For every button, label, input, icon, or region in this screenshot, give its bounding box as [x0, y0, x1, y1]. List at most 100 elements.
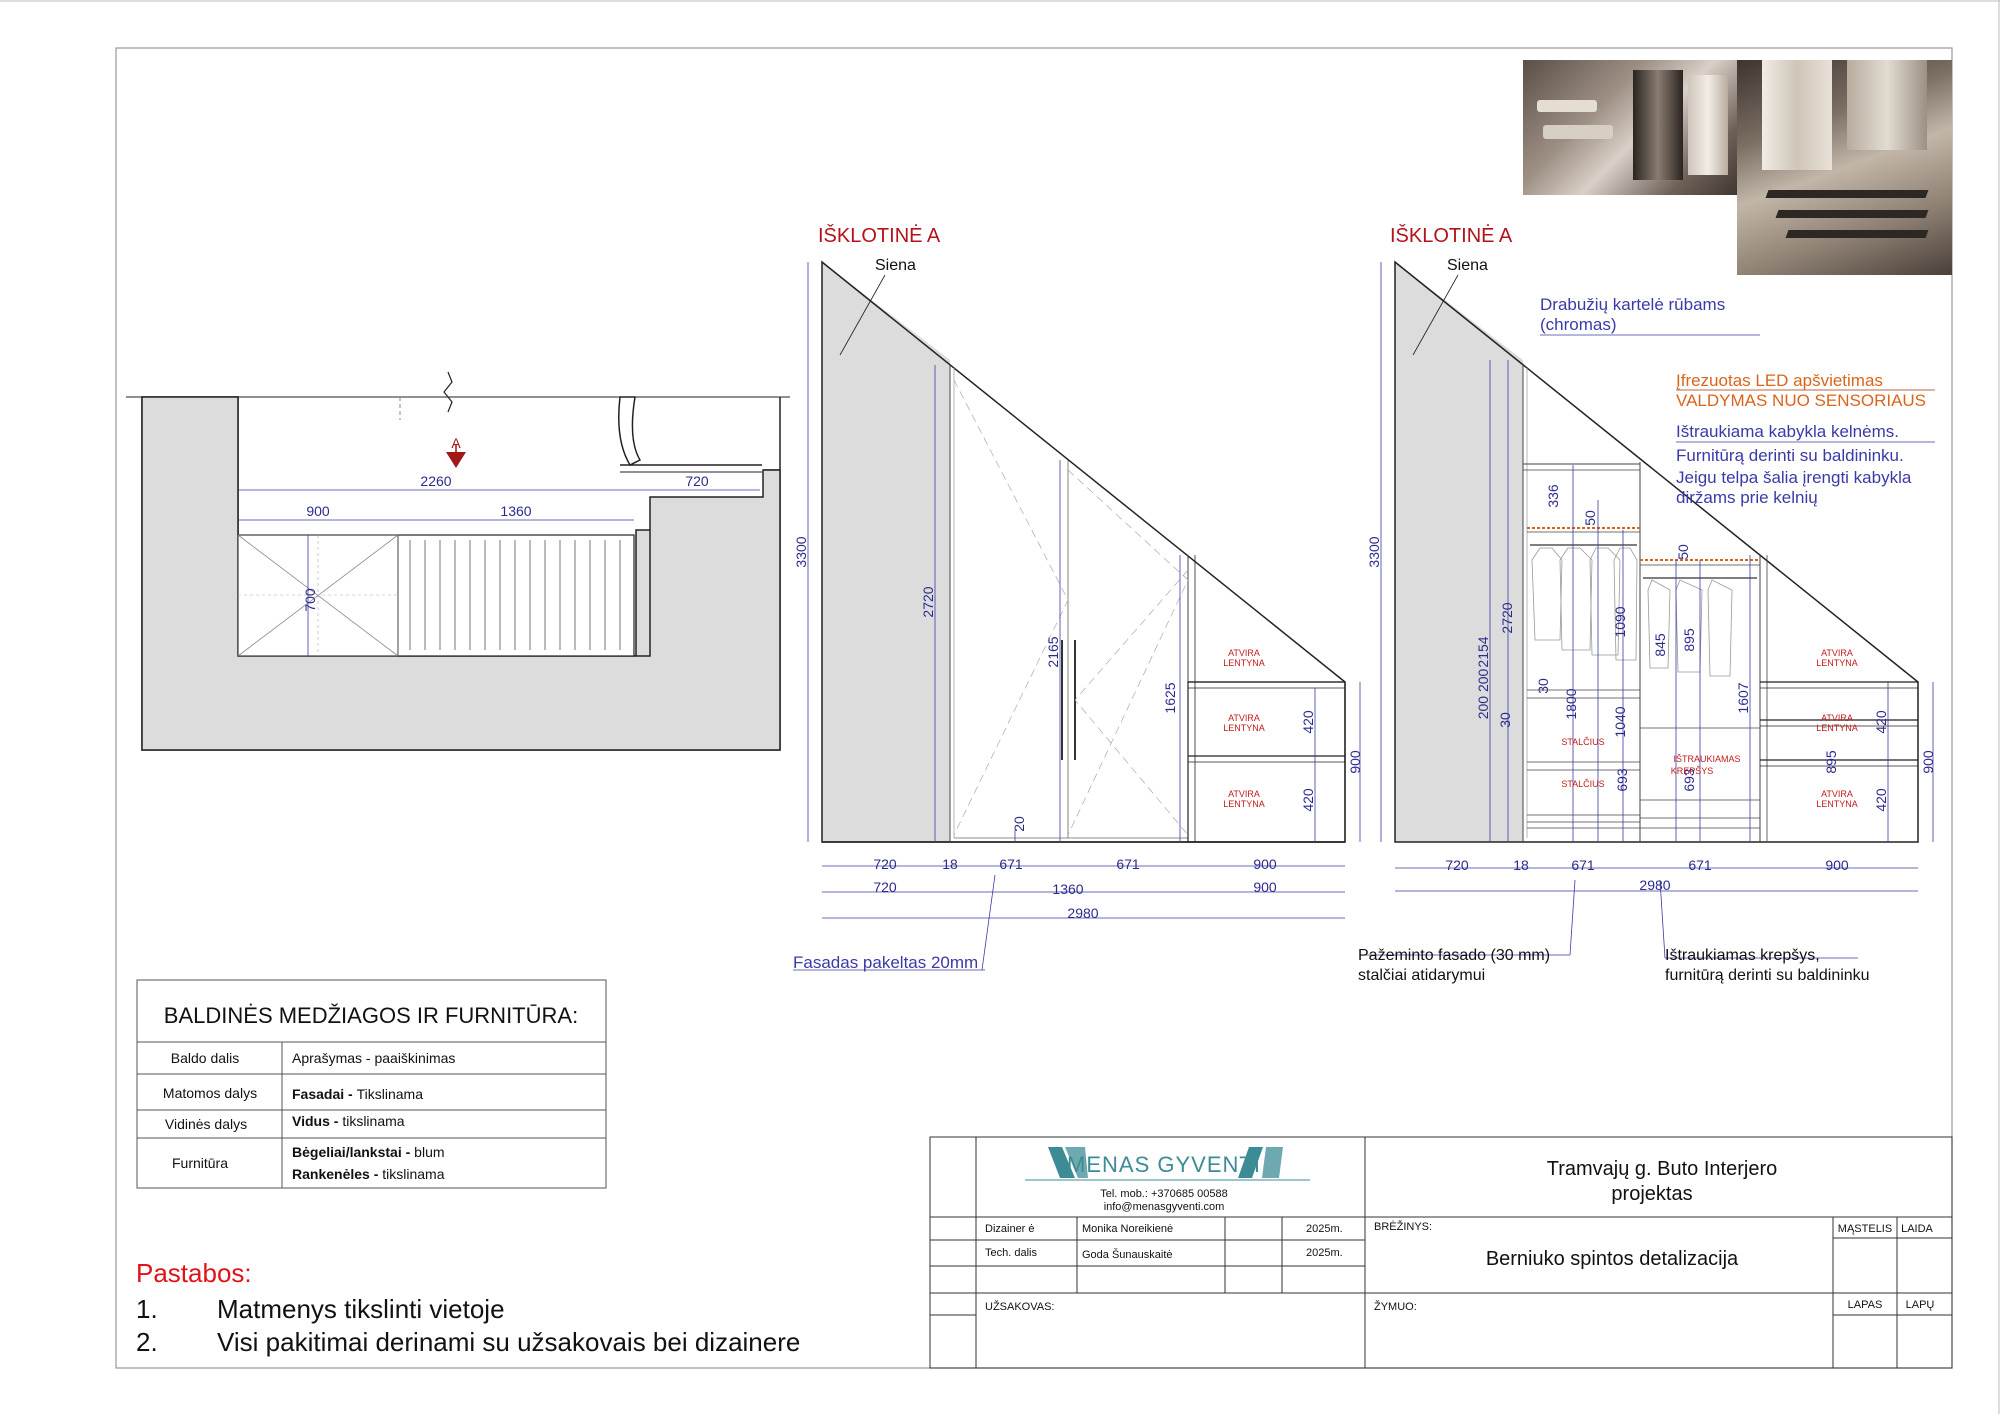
- er-note-facade-2: stalčiai atidarymui: [1358, 967, 1485, 984]
- elevation-right-wall-label: Siena: [1447, 257, 1488, 274]
- plan-dim-700: 700: [302, 588, 318, 612]
- reference-photo-trouser-rack: [1737, 60, 1952, 275]
- reference-photo-closet: [1523, 60, 1738, 195]
- titleblock-mark-label: ŽYMUO:: [1374, 1300, 1417, 1313]
- er-note-rack-3: Jeigu telpa šalia įrengti kabykla: [1676, 468, 1912, 487]
- materials-row1-part: Matomos dalys: [163, 1085, 257, 1101]
- el-dim-w900a: 900: [1253, 856, 1277, 872]
- el-dim-w671b: 671: [1116, 856, 1140, 872]
- el-dim-w671a: 671: [999, 856, 1023, 872]
- elevation-left: [793, 260, 1361, 971]
- er-shelf-label-3b: LENTYNA: [1816, 799, 1858, 809]
- el-dim-900: 900: [1347, 750, 1363, 774]
- er-dim-336: 336: [1545, 484, 1561, 508]
- el-note-facade: Fasadas pakeltas 20mm: [793, 953, 978, 972]
- notes-item-1-num: 1.: [136, 1294, 158, 1324]
- er-dim-3300: 3300: [1366, 536, 1382, 567]
- er-basket-label-1: IŠTRAUKIAMAS: [1673, 754, 1740, 764]
- titleblock-drawing-name: Berniuko spintos detalizacija: [1486, 1248, 1739, 1270]
- titleblock-designer-label: Dizainer ė: [985, 1223, 1035, 1235]
- er-dim-w671b: 671: [1688, 857, 1712, 873]
- el-dim-420a: 420: [1300, 710, 1316, 734]
- er-dim-845: 845: [1652, 633, 1668, 657]
- er-dim-895a: 895: [1681, 628, 1697, 652]
- er-drawer-label-2: STALČIUS: [1561, 779, 1604, 789]
- el-shelf-label-1: ATVIRA: [1228, 648, 1260, 658]
- er-note-rack-2: Furnitūrą derinti su baldininku.: [1676, 446, 1904, 465]
- plan-marker-label: A: [451, 435, 461, 451]
- titleblock-email: info@menasgyventi.com: [1104, 1201, 1225, 1213]
- er-dim-200200: 200 200: [1475, 668, 1491, 719]
- materials-table: [136, 979, 607, 1189]
- titleblock-scale-label: MĄSTELIS: [1838, 1223, 1892, 1235]
- el-dim-3300: 3300: [793, 536, 809, 567]
- el-dim-2165: 2165: [1045, 636, 1061, 667]
- logo-icon: [1025, 1147, 1310, 1181]
- er-shelf-label-1: ATVIRA: [1821, 648, 1853, 658]
- er-dim-w720: 720: [1445, 857, 1469, 873]
- title-block: [929, 1136, 1953, 1369]
- hanging-clothes: [1531, 547, 1733, 677]
- el-dim-w720b: 720: [873, 879, 897, 895]
- logo-text: MENAS GYVENTI: [1067, 1152, 1261, 1177]
- el-shelf-label-2: ATVIRA: [1228, 713, 1260, 723]
- er-dim-50a: 50: [1582, 510, 1598, 526]
- elevation-right-title: IŠKLOTINĖ A: [1390, 224, 1513, 247]
- er-note-hanger-1: Drabužių kartelė rūbams: [1540, 295, 1725, 314]
- materials-header-part: Baldo dalis: [171, 1050, 240, 1066]
- notes-item-1-text: Matmenys tikslinti vietoje: [217, 1294, 505, 1324]
- el-dim-w2980: 2980: [1067, 905, 1098, 921]
- er-dim-420a: 420: [1873, 710, 1889, 734]
- er-note-rack-4: diržams prie kelnių: [1676, 488, 1818, 507]
- el-dim-20: 20: [1011, 816, 1027, 832]
- titleblock-sheet-label: LAPAS: [1848, 1299, 1883, 1311]
- er-note-rack-1: Ištraukiama kabykla kelnėms.: [1676, 422, 1899, 441]
- er-dim-693b: 693: [1681, 768, 1697, 792]
- el-dim-w720a: 720: [873, 856, 897, 872]
- er-shelf-label-1b: LENTYNA: [1816, 658, 1858, 668]
- er-dim-420b: 420: [1873, 788, 1889, 812]
- er-shelf-label-2: ATVIRA: [1821, 713, 1853, 723]
- el-dim-w900b: 900: [1253, 879, 1277, 895]
- er-dim-w18: 18: [1513, 857, 1529, 873]
- er-shelf-label-3: ATVIRA: [1821, 789, 1853, 799]
- el-dim-w18: 18: [942, 856, 958, 872]
- er-note-led-2: VALDYMAS NUO SENSORIAUS: [1676, 391, 1926, 410]
- er-note-basket-2: furnitūrą derinti su baldininku: [1665, 967, 1870, 984]
- floor-plan: [126, 371, 790, 751]
- er-dim-w671a: 671: [1571, 857, 1595, 873]
- elevation-left-title: IŠKLOTINĖ A: [818, 224, 941, 247]
- el-shelf-label-3: ATVIRA: [1228, 789, 1260, 799]
- plan-dim-1360: 1360: [500, 503, 531, 519]
- materials-row2-part: Vidinės dalys: [165, 1116, 247, 1132]
- plan-dim-2260: 2260: [420, 473, 451, 489]
- materials-row3-desc1: Bėgeliai/lankstai - blum: [292, 1144, 445, 1160]
- el-dim-420b: 420: [1300, 788, 1316, 812]
- titleblock-designer-name: Monika Noreikienė: [1082, 1223, 1173, 1235]
- titleblock-tech-name: Goda Šunauskaitė: [1082, 1248, 1173, 1261]
- titleblock-edition-label: LAIDA: [1901, 1223, 1933, 1235]
- er-drawer-label-1: STALČIUS: [1561, 737, 1604, 747]
- elevation-right: [1360, 260, 1935, 959]
- notes-item-2-text: Visi pakitimai derinami su užsakovais be…: [217, 1327, 800, 1357]
- titleblock-phone: Tel. mob.: +370685 00588: [1100, 1188, 1228, 1200]
- er-note-facade-1: Pažeminto fasado (30 mm): [1358, 947, 1550, 964]
- materials-row1-desc: Fasadai - Tikslinama: [292, 1086, 423, 1102]
- er-dim-1607: 1607: [1735, 682, 1751, 713]
- plan-hangers: [409, 540, 621, 650]
- er-dim-895b: 895: [1823, 750, 1839, 774]
- titleblock-designer-year: 2025m.: [1306, 1223, 1343, 1235]
- el-shelf-label-1b: LENTYNA: [1223, 658, 1265, 668]
- er-note-led-1: Įfrezuotas LED apšvietimas: [1676, 371, 1883, 390]
- el-dim-1625: 1625: [1162, 682, 1178, 713]
- titleblock-project-2: projektas: [1611, 1183, 1692, 1205]
- materials-header-desc: Aprašymas - paaiškinimas: [292, 1050, 455, 1066]
- titleblock-project-1: Tramvajų g. Buto Interjero: [1547, 1158, 1777, 1180]
- el-dim-2720: 2720: [920, 586, 936, 617]
- titleblock-sheets-label: LAPŲ: [1906, 1299, 1935, 1311]
- plan-dim-720: 720: [685, 473, 709, 489]
- er-dim-30a: 30: [1497, 712, 1513, 728]
- materials-row3-desc2: Rankenėles - tikslinama: [292, 1166, 445, 1182]
- materials-row2-desc: Vidus - tikslinama: [292, 1113, 405, 1129]
